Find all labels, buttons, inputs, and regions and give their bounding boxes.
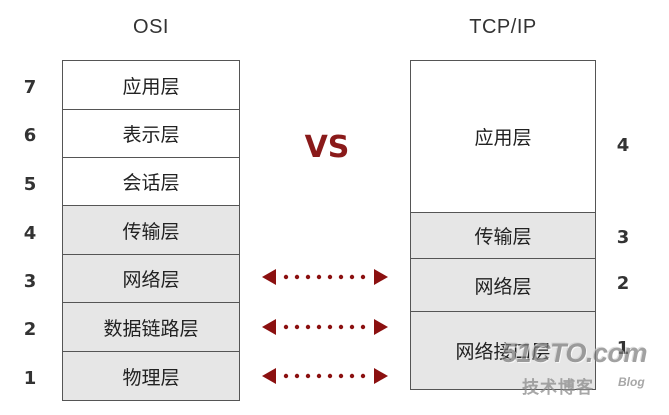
arrow-head-right [374, 269, 388, 285]
tcpip-title: TCP/IP [469, 16, 537, 38]
osi-num-3: 3 [23, 271, 37, 292]
tcpip-layer-transport: 传输层 [410, 212, 596, 259]
tcpip-layer-application: 应用层 [410, 60, 596, 213]
osi-layer-network: 网络层 [62, 254, 240, 303]
osi-layer-presentation: 表示层 [62, 109, 240, 158]
tcpip-num-2: 2 [616, 273, 630, 294]
arrow-head-right [374, 368, 388, 384]
tcpip-num-1: 1 [616, 338, 630, 359]
arrow-head-left [262, 368, 276, 384]
osi-num-1: 1 [23, 368, 37, 389]
tcpip-num-3: 3 [616, 227, 630, 248]
watermark-blog: Blog [618, 375, 645, 389]
arrow-head-left [262, 319, 276, 335]
osi-num-5: 5 [23, 174, 37, 195]
arrow-datalink [262, 319, 388, 335]
osi-layer-transport: 传输层 [62, 205, 240, 255]
osi-num-6: 6 [23, 125, 37, 146]
arrow-physical [262, 368, 388, 384]
osi-num-4: 4 [23, 223, 37, 244]
tcpip-layer-network-interface: 网络接口层 [410, 311, 596, 390]
arrow-head-left [262, 269, 276, 285]
watermark-logo: 51CTO.com [502, 338, 648, 368]
osi-num-7: 7 [23, 77, 37, 98]
arrow-dots [283, 274, 366, 280]
arrow-dots [283, 373, 366, 379]
tcpip-num-4: 4 [616, 135, 630, 156]
arrow-network [262, 269, 388, 285]
osi-num-2: 2 [23, 319, 37, 340]
arrow-head-right [374, 319, 388, 335]
osi-layer-physical: 物理层 [62, 351, 240, 401]
osi-layer-datalink: 数据链路层 [62, 302, 240, 352]
osi-layer-application: 应用层 [62, 60, 240, 110]
osi-layer-session: 会话层 [62, 157, 240, 206]
osi-title: OSI [133, 16, 169, 38]
watermark-tagline: 技术博客 [522, 378, 594, 398]
vs-label: VS [304, 130, 350, 165]
arrow-dots [283, 324, 366, 330]
tcpip-layer-internet: 网络层 [410, 258, 596, 312]
